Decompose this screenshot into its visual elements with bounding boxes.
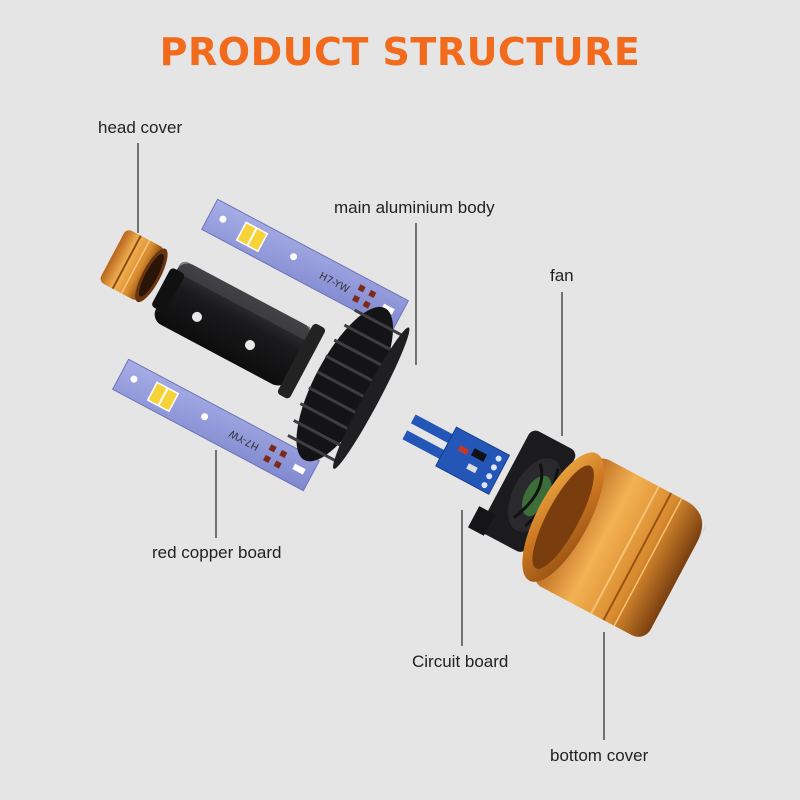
head-cover (100, 230, 168, 303)
upper-copper-board: H7-YW (200, 198, 410, 332)
page-title: PRODUCT STRUCTURE (159, 30, 641, 74)
bottom-cover (522, 452, 712, 637)
label-head-cover: head cover (98, 118, 183, 137)
leader-lines (137, 143, 605, 740)
label-copper-board: red copper board (152, 543, 282, 562)
lower-copper-board: H7-YW (111, 358, 321, 492)
label-circuit-board: Circuit board (412, 652, 509, 671)
main-aluminium-body (152, 261, 410, 469)
circuit-board (402, 414, 511, 495)
label-bottom-cover: bottom cover (550, 746, 649, 765)
fan (467, 430, 576, 552)
label-main-body: main aluminium body (334, 198, 495, 217)
label-fan: fan (550, 266, 574, 285)
